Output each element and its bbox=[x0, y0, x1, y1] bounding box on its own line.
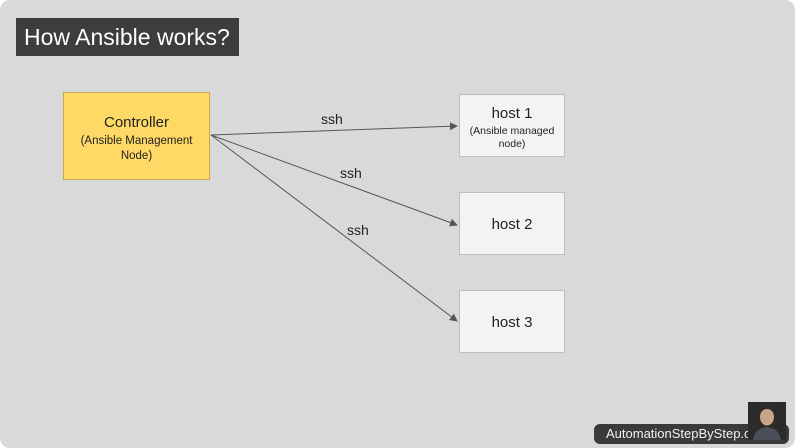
host-node-3: host 3 bbox=[459, 290, 565, 353]
edge-controller-host3 bbox=[210, 134, 458, 322]
host-2-name: host 2 bbox=[491, 216, 533, 233]
slide-title: How Ansible works? bbox=[16, 18, 239, 56]
edge-label-host3: ssh bbox=[347, 222, 369, 238]
host-1-name: host 1 bbox=[491, 105, 533, 122]
host-node-1: host 1 (Ansible managed node) bbox=[459, 94, 565, 157]
controller-subtitle: (Ansible Management Node) bbox=[80, 135, 193, 162]
host-3-name: host 3 bbox=[491, 314, 533, 331]
host-1-subtitle: (Ansible managed node) bbox=[469, 125, 555, 150]
channel-watermark: AutomationStepByStep.com bbox=[594, 424, 789, 444]
edge-label-host1: ssh bbox=[321, 111, 343, 127]
edge-label-host2: ssh bbox=[340, 165, 362, 181]
presenter-webcam-icon bbox=[748, 402, 786, 440]
controller-name: Controller bbox=[103, 114, 170, 131]
edge-controller-host2 bbox=[210, 134, 458, 227]
controller-node: Controller (Ansible Management Node) bbox=[63, 92, 210, 180]
host-node-2: host 2 bbox=[459, 192, 565, 255]
edge-controller-host1 bbox=[210, 122, 458, 136]
